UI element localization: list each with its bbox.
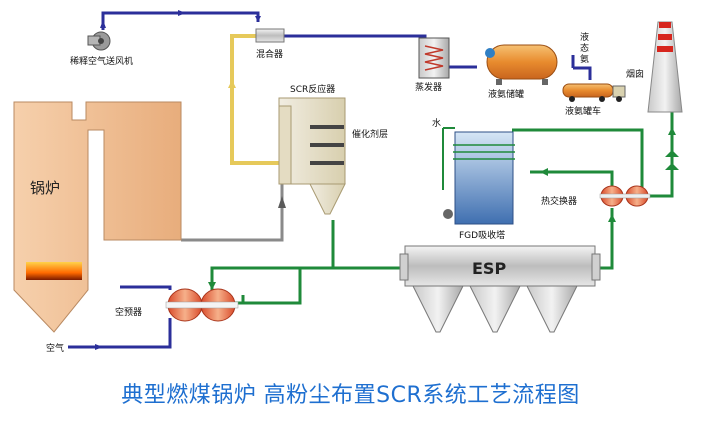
ammonia-storage-tank: 液氨储罐 — [485, 44, 558, 100]
liquid-ammonia-label: 液态氨 — [580, 31, 589, 65]
burner-flame — [26, 262, 82, 280]
air-inlet-pipe — [68, 285, 172, 350]
heat-exchanger-label: 热交换器 — [541, 195, 577, 207]
mixed-gas-pipe — [228, 34, 281, 165]
fgd-label: FGD吸收塔 — [459, 229, 505, 241]
catalyst-label: 催化剂层 — [352, 128, 388, 140]
catalyst-layer-1 — [310, 125, 344, 129]
water-label: 水 — [432, 117, 441, 129]
fgd-pump-icon — [443, 209, 453, 219]
mixer: 混合器 — [255, 28, 285, 60]
fgd-absorber: 水 FGD吸收塔 — [432, 117, 515, 241]
ammonia-tanker-truck: 液氨罐车 — [562, 83, 626, 117]
scr-reactor: SCR反应器 催化剂层 — [278, 83, 388, 215]
mixer-label: 混合器 — [256, 48, 283, 60]
heat-exchanger: 热交换器 — [541, 185, 651, 207]
dilution-fan: 稀释空气送风机 — [70, 31, 133, 67]
esp-label: ESP — [472, 259, 506, 278]
diagram-caption: 典型燃煤锅炉 高粉尘布置SCR系统工艺流程图 — [121, 383, 580, 408]
tanker-label: 液氨罐车 — [565, 105, 601, 117]
air-preheater-label: 空预器 — [115, 306, 142, 318]
liquid-ammonia-text: 液态氨 — [580, 31, 589, 65]
ammonia-tank-label: 液氨储罐 — [488, 88, 524, 100]
catalyst-layer-2 — [310, 143, 344, 147]
dilution-air-pipe — [100, 10, 261, 30]
boiler: 锅炉 — [13, 101, 182, 333]
scr-reactor-label: SCR反应器 — [290, 83, 335, 95]
fan-label: 稀释空气送风机 — [70, 55, 133, 67]
green-flue-pipes — [208, 112, 679, 305]
tank-valve-icon — [485, 48, 495, 58]
catalyst-layer-3 — [310, 161, 344, 165]
chimney-label: 烟囱 — [626, 68, 644, 80]
evaporator-label: 蒸发器 — [415, 81, 442, 93]
air-label: 空气 — [46, 342, 64, 354]
flue-gas-pipe — [181, 183, 286, 242]
esp: ESP — [399, 245, 601, 333]
chimney: 烟囱 — [626, 21, 683, 113]
boiler-label: 锅炉 — [30, 179, 60, 197]
evaporator: 蒸发器 — [415, 37, 450, 93]
air-preheater: 空预器 — [115, 288, 239, 322]
